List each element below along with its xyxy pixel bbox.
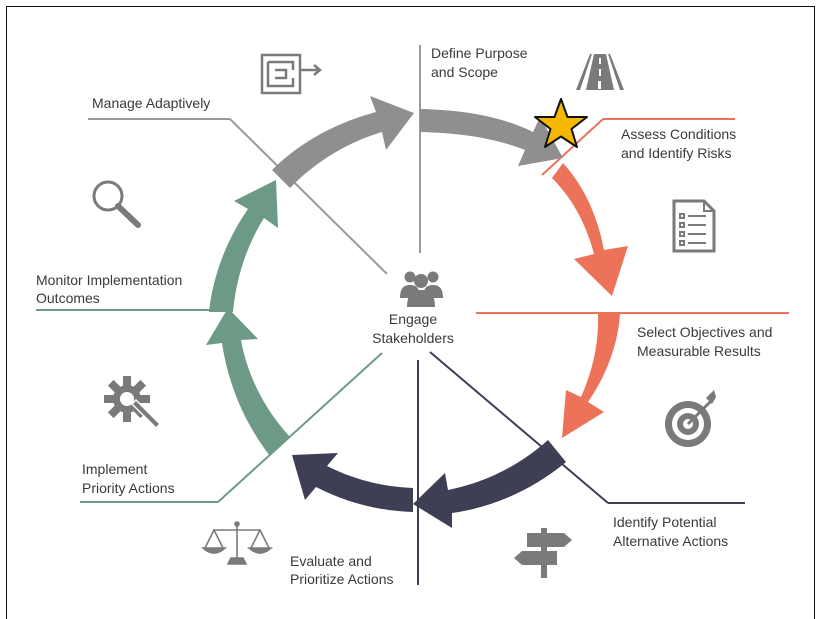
- step-label-select-objectives-line1: Select Objectives and: [637, 324, 772, 340]
- step-label-identify-potential-line1: Identify Potential: [613, 514, 717, 530]
- center-label-line1: Engage: [389, 311, 437, 327]
- divider-upper-left: [229, 118, 388, 275]
- arrow-monitor: [209, 180, 278, 312]
- arrow-define-purpose: [420, 109, 563, 166]
- step-label-assess-conditions-line2: and Identify Risks: [621, 145, 732, 161]
- scales-icon: [200, 521, 274, 565]
- step-label-identify-potential-line2: Alternative Actions: [613, 533, 728, 549]
- arrow-identify-potential: [413, 440, 566, 528]
- step-label-evaluate-line1: Evaluate and: [290, 553, 372, 569]
- maze-icon: [260, 53, 322, 95]
- divider-lower-right: [429, 351, 609, 504]
- arrow-select-objectives: [562, 314, 620, 438]
- step-label-monitor-line1: Monitor Implementation: [36, 272, 182, 288]
- signpost-icon: [514, 528, 572, 578]
- highlight-star-icon: [534, 98, 588, 148]
- step-label-monitor-line2: Outcomes: [36, 290, 100, 306]
- people-icon: [400, 271, 443, 307]
- cycle-arrows: [206, 96, 628, 528]
- magnifier-icon: [92, 180, 141, 228]
- divider-upper-right: [541, 118, 604, 176]
- center-label-line2: Stakeholders: [372, 330, 454, 346]
- step-label-implement-line1: Implement: [82, 461, 147, 477]
- step-label-select-objectives-line2: Measurable Results: [637, 343, 761, 359]
- road-icon: [576, 54, 624, 90]
- arrow-evaluate: [292, 453, 413, 512]
- step-label-define-purpose-line1: Define Purpose: [431, 45, 528, 61]
- step-label-assess-conditions-line1: Assess Conditions: [621, 126, 736, 142]
- arrow-manage-adaptively: [272, 96, 414, 188]
- step-label-implement-line2: Priority Actions: [82, 480, 175, 496]
- checklist-icon: [672, 199, 716, 253]
- target-icon: [665, 390, 716, 447]
- arrow-implement: [206, 308, 290, 456]
- gear-wrench-icon: [104, 376, 162, 430]
- divider-lower-left: [217, 352, 383, 503]
- arrow-assess-conditions: [552, 163, 628, 296]
- figure-frame: [6, 6, 815, 619]
- divider-lines: [36, 45, 789, 585]
- step-label-manage-adaptively: Manage Adaptively: [92, 95, 210, 111]
- step-label-define-purpose-line2: and Scope: [431, 64, 498, 80]
- step-label-evaluate-line2: Prioritize Actions: [290, 571, 393, 587]
